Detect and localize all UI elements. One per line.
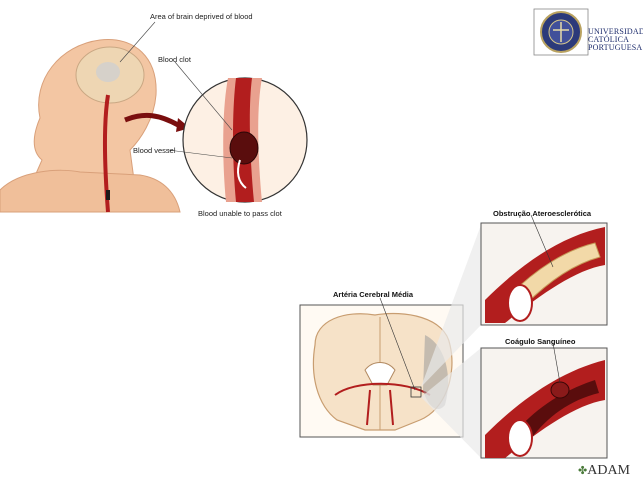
label-middle-cerebral-artery: Artéria Cerebral Média bbox=[333, 290, 414, 299]
adam-credit: ✤ADAM bbox=[578, 463, 630, 479]
stroke-clot-illustration: Area of brain deprived of blood Blood cl… bbox=[0, 0, 330, 225]
adam-logo-icon: ✤ bbox=[578, 465, 587, 477]
clot bbox=[230, 132, 258, 164]
brain-infarct bbox=[96, 62, 120, 82]
label-blood-vessel: Blood vessel bbox=[133, 146, 176, 155]
adam-text: ADAM bbox=[587, 463, 630, 478]
university-seal-icon bbox=[533, 8, 589, 56]
label-blood-clot: Blood clot bbox=[158, 55, 192, 64]
label-blood-unable: Blood unable to pass clot bbox=[198, 209, 283, 218]
label-area-deprived: Area of brain deprived of blood bbox=[150, 12, 253, 21]
label-atherosclerotic-obstruction: Obstrução Ateroesclerótica bbox=[493, 209, 592, 218]
shoulders bbox=[0, 170, 180, 212]
university-name: UNIVERSIDADE CATÓLICA PORTUGUESA bbox=[588, 28, 643, 52]
university-line-3: PORTUGUESA bbox=[588, 44, 643, 52]
mca-occlusion-illustration: Artéria Cerebral Média Obstrução Ateroes… bbox=[295, 205, 643, 473]
label-blood-clot-pt: Coágulo Sanguíneo bbox=[505, 337, 576, 346]
